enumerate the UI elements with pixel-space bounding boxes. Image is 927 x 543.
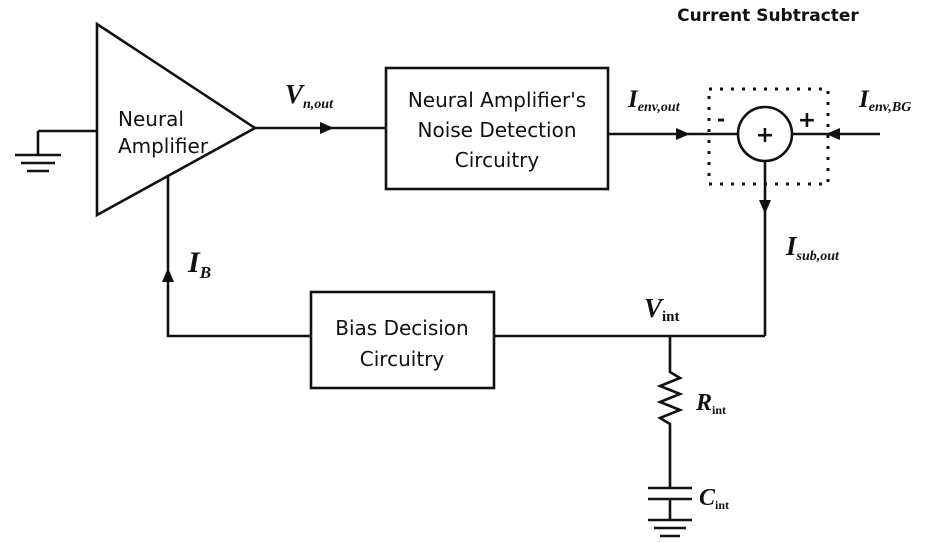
i-b-label: IB	[187, 246, 211, 282]
neural-amplifier-block: Neural Amplifier	[95, 21, 258, 218]
minus-sign: -	[717, 107, 725, 131]
i-env-out-label: Ienv,out	[627, 86, 681, 115]
resistor-icon	[656, 336, 684, 488]
i-b-arrow-icon	[162, 268, 174, 282]
v-n-out-arrow-icon	[320, 122, 334, 134]
neural-amplifier-label-1: Neural	[118, 107, 184, 131]
neural-amplifier-label-2: Amplifier	[118, 134, 209, 158]
capacitor-icon	[648, 486, 692, 520]
c-int-label: Cint	[699, 485, 729, 512]
i-env-bg-label: Ienv,BG	[858, 86, 911, 115]
v-n-out-label: Vn,out	[285, 79, 334, 112]
current-subtracter-title: Current Subtracter	[677, 6, 859, 26]
r-int-label: Rint	[695, 390, 726, 417]
bias-decision-label-1: Bias Decision	[335, 316, 468, 340]
output-ground-icon	[648, 518, 692, 538]
bias-decision-block: Bias Decision Circuitry	[309, 290, 496, 390]
i-sub-out-arrow-icon	[759, 200, 771, 214]
subtracter-dotted-box	[707, 87, 830, 186]
noise-detection-block: Neural Amplifier's Noise Detection Circu…	[384, 66, 610, 191]
noise-detection-label-3: Circuitry	[455, 148, 540, 172]
summing-junction-symbol: +	[756, 123, 774, 148]
v-int-label: Vint	[644, 293, 680, 325]
noise-detection-label-2: Noise Detection	[418, 118, 577, 142]
noise-detection-label-1: Neural Amplifier's	[408, 88, 586, 112]
bias-decision-label-2: Circuitry	[360, 347, 445, 371]
plus-sign: +	[798, 108, 816, 133]
current-subtracter-block: + - +	[707, 87, 830, 186]
input-ground-icon	[15, 129, 97, 173]
i-b-feedback-wire	[166, 175, 311, 338]
i-env-bg-arrow-icon	[826, 128, 840, 140]
i-env-out-arrow-icon	[676, 128, 690, 140]
i-sub-out-label: Isub,out	[785, 231, 840, 264]
